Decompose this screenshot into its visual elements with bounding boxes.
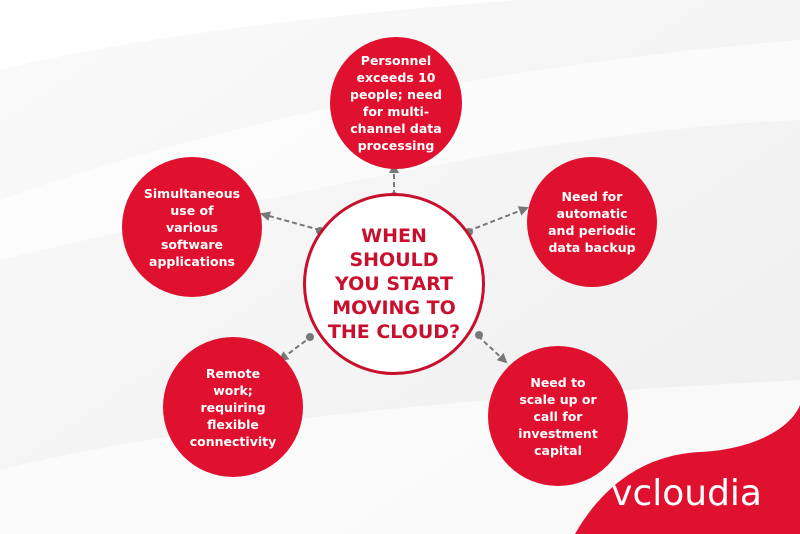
node-top: Personnel exceeds 10 people; need for mu…: [330, 37, 462, 169]
brand-logo-text: vcloudia: [611, 473, 762, 514]
node-right-text: Need for automatic and periodic data bac…: [548, 189, 636, 255]
node-right: Need for automatic and periodic data bac…: [527, 157, 657, 287]
node-left-text: Simultaneous use of various software app…: [143, 185, 241, 269]
center-circle: WHEN SHOULD YOU START MOVING TO THE CLOU…: [303, 193, 485, 375]
node-bottom-right: Need to scale up or call for investment …: [488, 346, 628, 486]
node-top-text: Personnel exceeds 10 people; need for mu…: [350, 53, 442, 153]
node-bottom-left: Remote work; requiring flexible connecti…: [163, 337, 303, 477]
brand-wave: [575, 405, 800, 534]
node-left: Simultaneous use of various software app…: [122, 157, 262, 297]
node-bottom-left-text: Remote work; requiring flexible connecti…: [189, 365, 277, 449]
brand-logo: vcloudia: [611, 473, 762, 514]
center-title: WHEN SHOULD YOU START MOVING TO THE CLOU…: [327, 225, 461, 343]
node-bottom-right-text: Need to scale up or call for investment …: [518, 374, 598, 458]
